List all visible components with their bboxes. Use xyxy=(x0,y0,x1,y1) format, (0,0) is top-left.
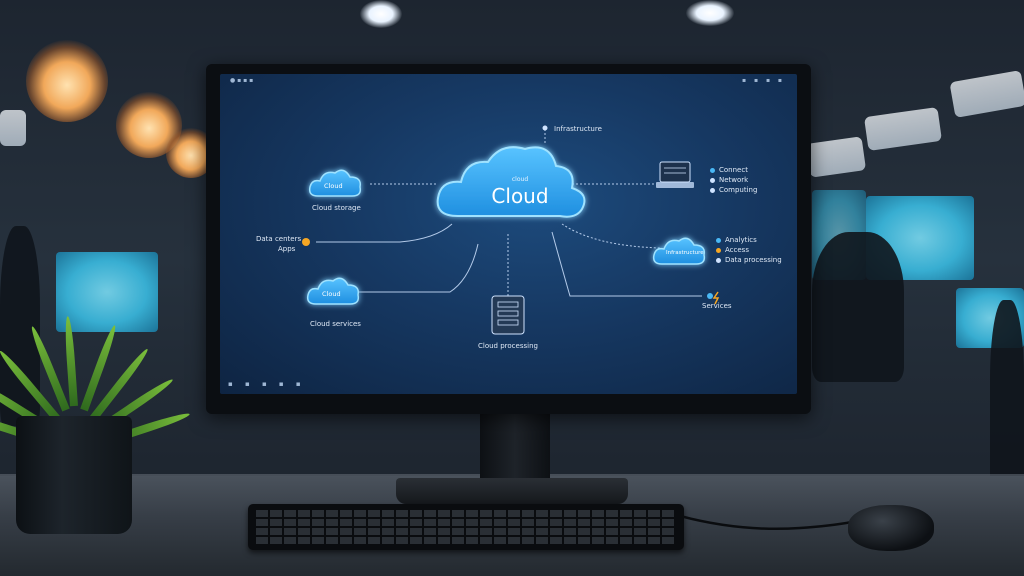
cloud-node-text: Cloud xyxy=(324,182,343,190)
bullet-dot-icon xyxy=(710,177,715,183)
monitor: ● ▪ ▪ ▪ ▪ ▪ ▪ ▪ xyxy=(206,64,811,414)
window-light xyxy=(805,136,867,178)
window-light xyxy=(863,107,943,151)
right-list-mid: Analytics Access Data processing xyxy=(716,236,782,264)
bullet-dot-icon xyxy=(716,257,721,263)
window-light xyxy=(0,110,26,146)
background-monitor xyxy=(56,252,158,332)
mouse-cable xyxy=(680,514,852,531)
screen-topbar: ● ▪ ▪ ▪ xyxy=(230,77,254,84)
list-item: Data processing xyxy=(725,256,782,264)
list-item: Analytics xyxy=(725,236,757,244)
bolt-icon xyxy=(712,291,720,305)
main-cloud-subtext: cloud xyxy=(511,176,529,183)
main-cloud-title: Cloud xyxy=(491,184,549,208)
cloud-node-text: Cloud xyxy=(322,290,341,298)
server-icon[interactable] xyxy=(491,295,525,335)
list-item: Access xyxy=(725,246,749,254)
heart-icon xyxy=(707,293,713,299)
apps-label: Apps xyxy=(278,245,296,253)
bullet-dot-icon xyxy=(710,187,715,193)
cloud-node-right[interactable] xyxy=(652,237,706,265)
list-item: Computing xyxy=(719,186,758,194)
services-label: Services xyxy=(702,302,732,310)
data-centers-label: Data centers xyxy=(256,235,302,243)
cloud-node-text: Infrastructure xyxy=(666,250,704,256)
cloud-node-left-top[interactable] xyxy=(308,169,362,197)
bullet-dot-icon xyxy=(716,237,721,243)
monitor-stand-base xyxy=(396,478,628,504)
cloud-node-left-bottom[interactable] xyxy=(306,277,360,305)
node-dot-icon xyxy=(542,125,548,131)
cloud-diagram xyxy=(302,125,720,335)
keyboard[interactable] xyxy=(248,504,684,550)
laptop-icon[interactable] xyxy=(656,161,694,188)
right-list-top: Connect Network Computing xyxy=(710,166,757,194)
mouse[interactable] xyxy=(848,505,934,551)
bullet-dot-icon xyxy=(710,167,715,173)
window-light xyxy=(949,70,1024,118)
ceiling-light xyxy=(686,0,734,26)
pendant-lamp xyxy=(26,40,108,122)
screen-topbar-icons[interactable]: ▪ ▪ ▪ ▪ xyxy=(742,77,785,84)
list-item: Network xyxy=(719,176,749,184)
cloud-processing-label: Cloud processing xyxy=(478,342,538,350)
main-cloud[interactable] xyxy=(436,146,586,218)
infrastructure-label: Infrastructure xyxy=(554,125,602,133)
screen-taskbar[interactable]: ▪ ▪ ▪ ▪ ▪ xyxy=(228,380,306,388)
cloud-storage-label: Cloud storage xyxy=(312,204,361,212)
background-person xyxy=(812,232,904,382)
warning-dot-icon xyxy=(302,238,310,246)
monitor-stand-neck xyxy=(480,414,550,484)
ceiling-light xyxy=(360,0,402,28)
connector-lines xyxy=(316,129,702,297)
monitor-screen: ● ▪ ▪ ▪ ▪ ▪ ▪ ▪ xyxy=(220,74,797,394)
cloud-services-label: Cloud services xyxy=(310,320,361,328)
list-item: Connect xyxy=(719,166,748,174)
bullet-dot-icon xyxy=(716,247,721,253)
keyboard-keys[interactable] xyxy=(256,510,676,544)
background-person xyxy=(990,300,1024,500)
main-cloud-text: cloud Cloud xyxy=(458,170,582,210)
plant-pot xyxy=(16,416,132,534)
